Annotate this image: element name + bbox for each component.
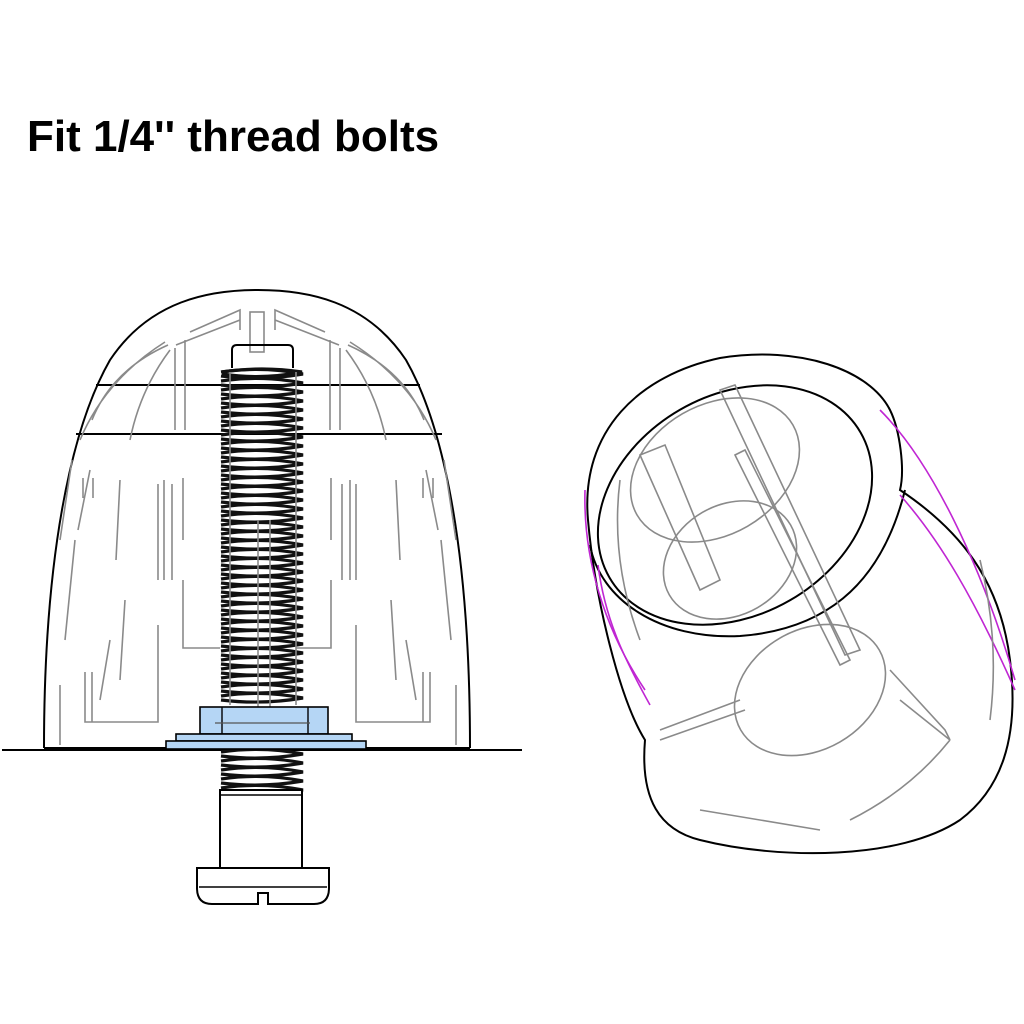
cap-top-ellipse [596,384,874,626]
isometric-figure [584,353,1016,855]
bolt-tip [231,344,294,368]
nut-washer [165,706,367,750]
bolt-head [196,789,330,905]
internal-ribs [59,308,457,745]
highlight-edge [584,489,646,691]
diagram-title: Fit 1/4'' thread bolts [27,112,440,161]
dome-cap-outline [43,288,471,749]
cross-section-figure [2,288,522,905]
internal-ribs-iso [616,384,995,831]
